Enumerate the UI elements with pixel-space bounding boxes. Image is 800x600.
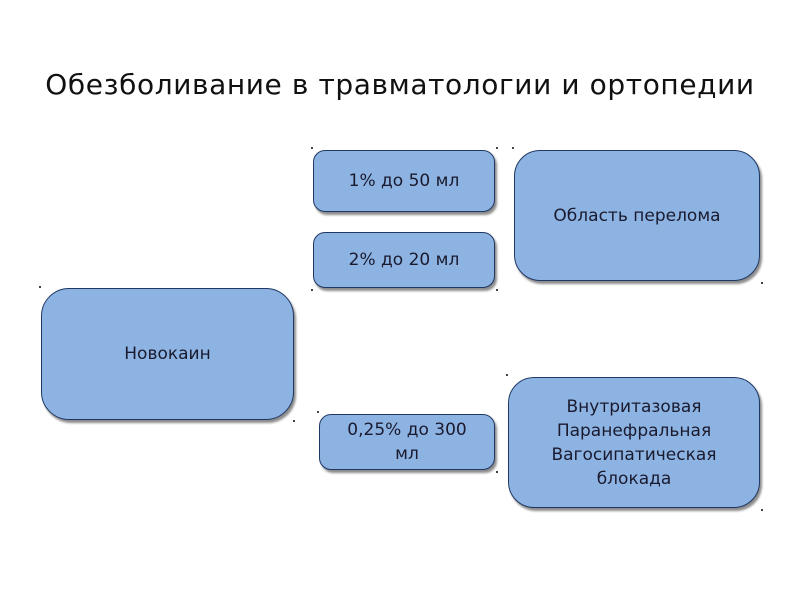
novocaine-label: Новокаин xyxy=(124,344,211,364)
anchor-dot xyxy=(496,289,498,291)
blocks-line-1: Внутритазовая xyxy=(566,396,702,417)
fracture-area-box: Область перелома xyxy=(514,150,760,281)
concentration-3-label: 0,25% до 300 мл xyxy=(347,420,467,464)
blocks-line-3: Вагосипатическая xyxy=(551,444,717,465)
anchor-dot xyxy=(293,420,295,422)
anchor-dot xyxy=(39,286,41,288)
novocaine-box: Новокаин xyxy=(41,288,294,420)
concentration-1-box: 1% до 50 мл xyxy=(313,150,495,212)
anchor-dot xyxy=(496,471,498,473)
fracture-area-label: Область перелома xyxy=(553,205,721,226)
anchor-dot xyxy=(761,509,763,511)
anchor-dot xyxy=(761,282,763,284)
concentration-2-box: 2% до 20 мл xyxy=(313,232,495,288)
concentration-1-label: 1% до 50 мл xyxy=(348,171,460,191)
anchor-dot xyxy=(512,147,514,149)
blocks-line-2: Паранефральная xyxy=(556,420,712,441)
concentration-2-label: 2% до 20 мл xyxy=(348,250,460,270)
anchor-dot xyxy=(311,289,313,291)
anchor-dot xyxy=(496,147,498,149)
blocks-line-4: блокада xyxy=(596,468,672,489)
anchor-dot xyxy=(506,374,508,376)
anchor-dot xyxy=(311,147,313,149)
concentration-3-box: 0,25% до 300 мл xyxy=(319,414,495,470)
blocks-text: Внутритазовая Паранефральная Вагосипатич… xyxy=(551,395,716,491)
blocks-box: Внутритазовая Паранефральная Вагосипатич… xyxy=(508,377,760,508)
slide-title: Обезболивание в травматологии и ортопеди… xyxy=(45,68,755,101)
anchor-dot xyxy=(317,411,319,413)
